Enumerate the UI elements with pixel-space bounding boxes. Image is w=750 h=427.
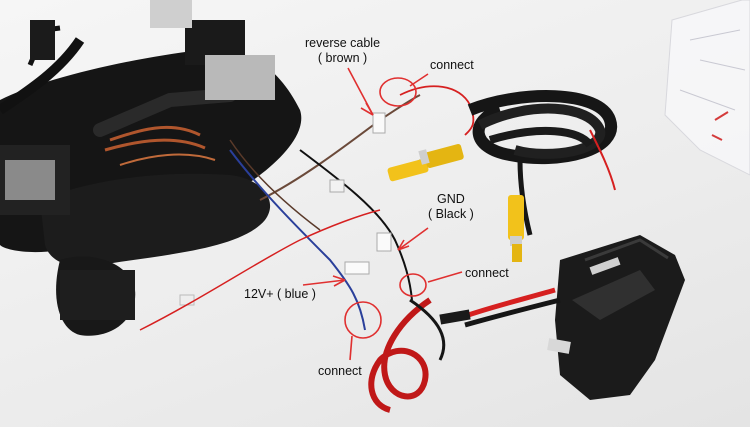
rear-camera-handle [547,235,685,400]
reverse-cable-line2: ( brown ) [317,51,368,65]
tag-gnd [376,232,392,252]
connect-label-bottom: connect [318,364,362,378]
red-reverse-wire [399,85,475,136]
gnd-line2: ( Black ) [428,207,474,221]
gnd-line1: GND [437,192,465,206]
connect-label-right: connect [465,266,509,280]
tag-mid [329,179,345,193]
gnd-label: GND ( Black ) [428,192,474,222]
bullet-connector [439,309,471,325]
brown-reverse-wire [259,94,421,201]
tag-power [344,261,370,275]
fuse-tag [179,294,195,306]
ribbon-left [5,160,55,200]
coil-black-wire [409,298,446,361]
power-lead-black [464,297,561,328]
bag-red-print [711,111,729,141]
annotation-markers [302,67,463,361]
reverse-cable-label: reverse cable ( brown ) [305,36,380,66]
red-trigger-wire [589,129,616,191]
connector-bottom-left [60,270,135,320]
reverse-cable-line1: reverse cable [305,36,381,50]
plastic-bag [664,0,750,176]
usb-plug [30,20,55,60]
tag-reverse [372,112,386,134]
ribbon-top [150,0,192,28]
rca-connector-bottom [508,195,524,262]
ribbon-mid [205,55,275,100]
bag-creases [679,29,746,111]
coiled-power-cable [368,297,432,413]
red-acc-wire [139,209,381,331]
brown-aux-wire [229,139,321,231]
rca-connector-top [387,144,464,182]
video-cable-coil [393,90,618,236]
connect-label-top: connect [430,58,474,72]
blue-power-wire [229,149,366,331]
power-12v-label: 12V+ ( blue ) [244,287,316,301]
